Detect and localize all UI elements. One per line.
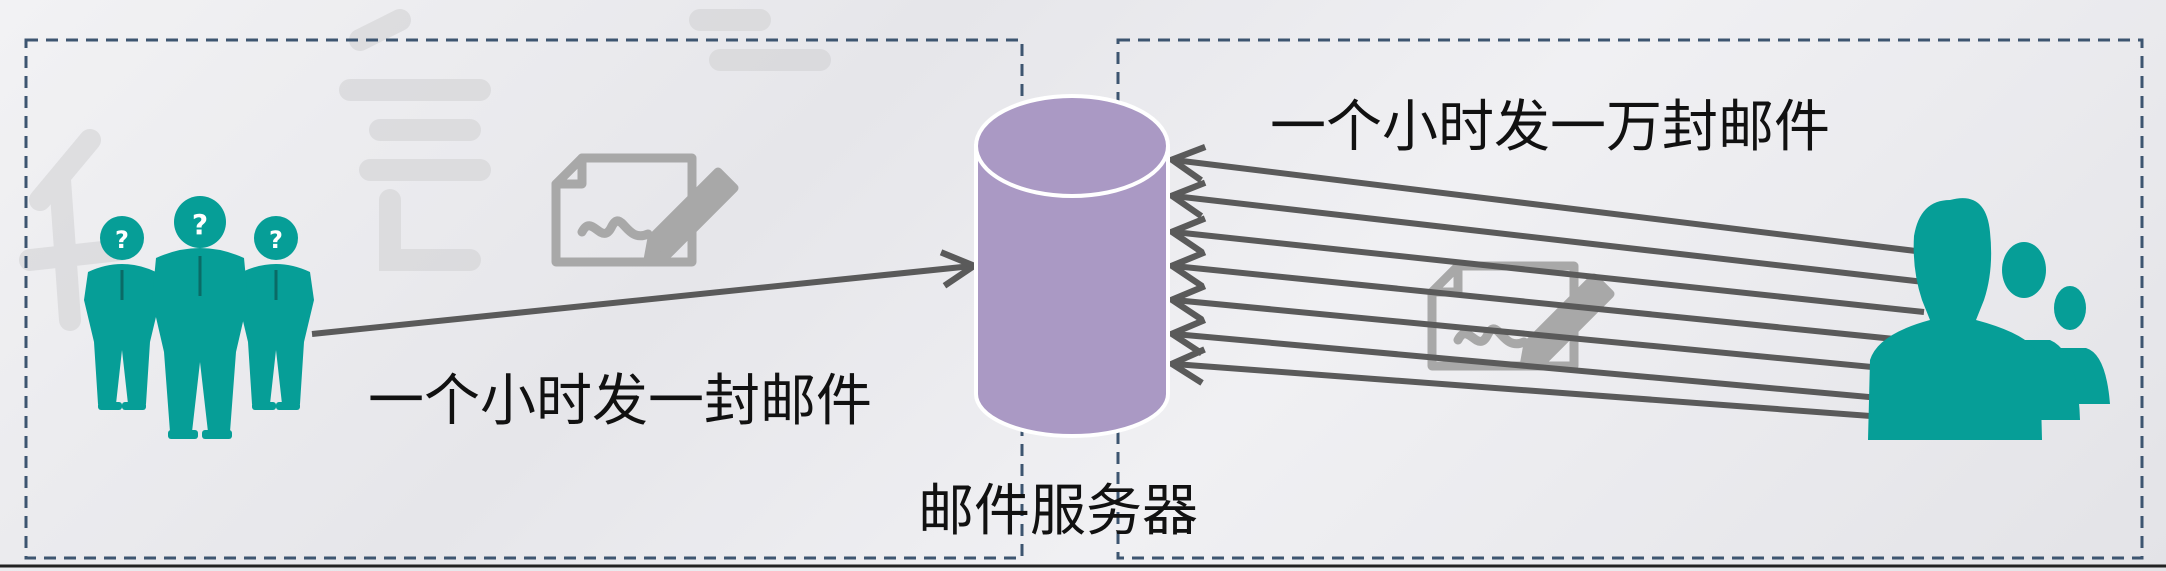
left-panel-border <box>24 38 1024 560</box>
right-caption: 一个小时发一万封邮件 <box>1270 95 1830 160</box>
server-caption: 邮件服务器 <box>918 479 1198 544</box>
svg-text:?: ? <box>115 226 129 254</box>
svg-text:?: ? <box>269 226 283 254</box>
bulk-mail-arrows <box>1174 160 1925 423</box>
mail-letter-icon <box>1427 261 1615 371</box>
left-caption: 一个小时发一封邮件 <box>368 369 872 434</box>
svg-text:?: ? <box>192 208 208 241</box>
watermark-shapes <box>19 9 831 331</box>
single-mail-arrow <box>311 266 972 337</box>
database-server-icon <box>974 94 1170 438</box>
mail-letter-icon <box>551 153 739 267</box>
group-of-people-icon: ? ? ? <box>84 196 314 439</box>
crowd-icon <box>1868 198 2110 440</box>
